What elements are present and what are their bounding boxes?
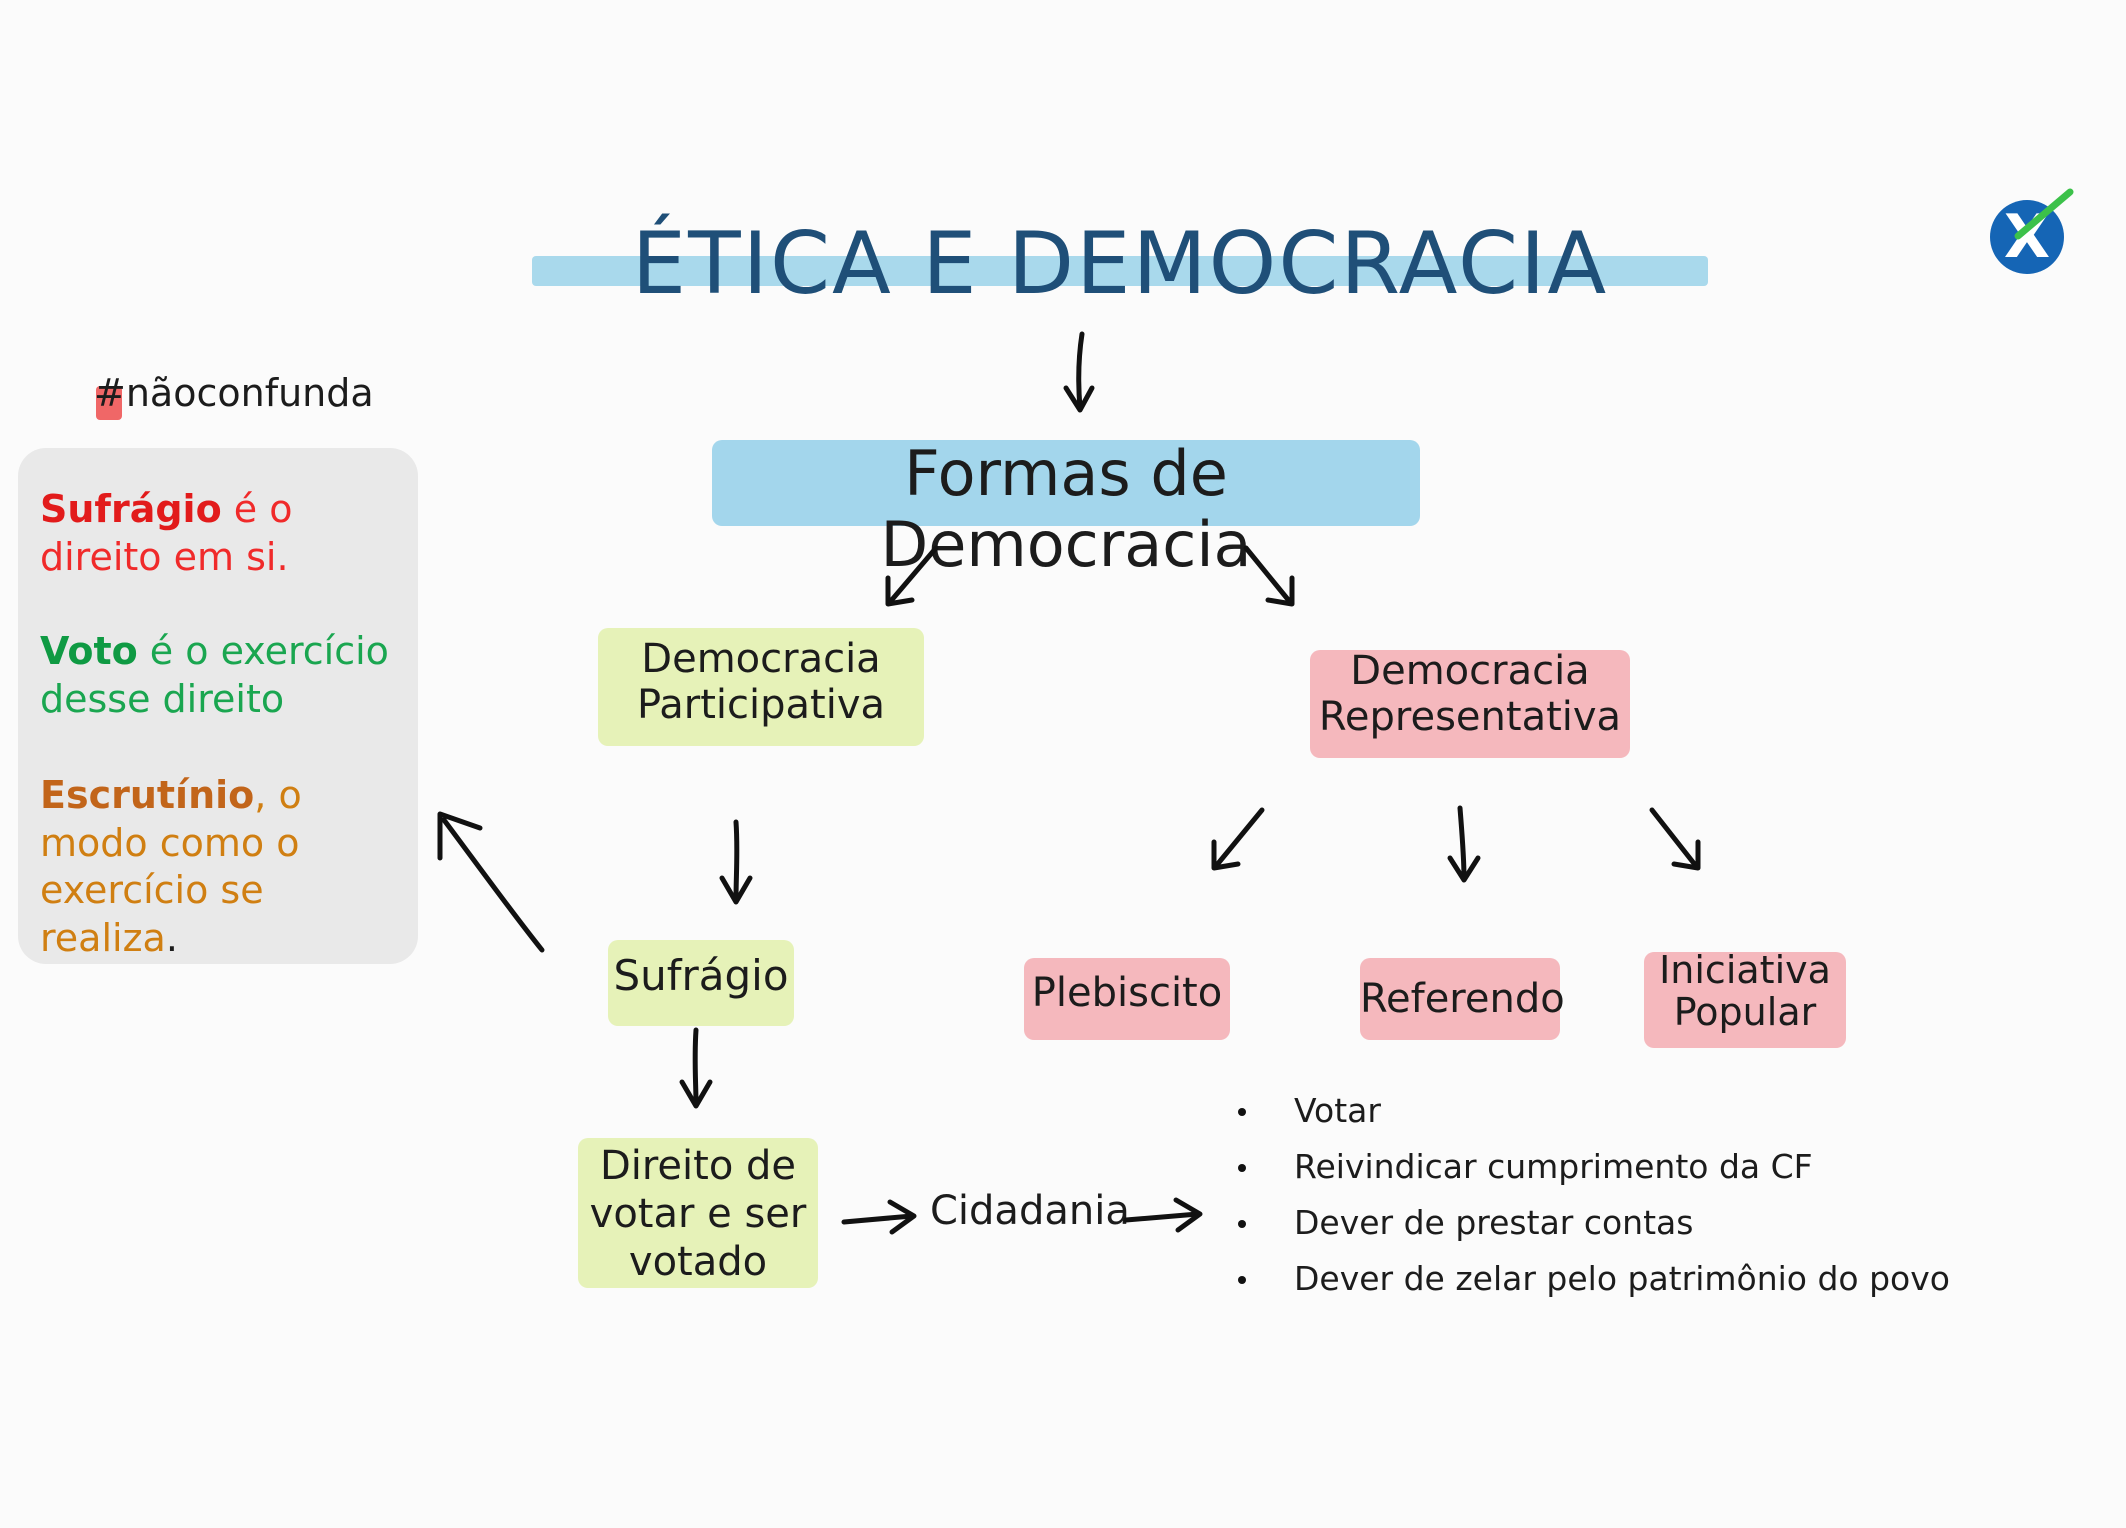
- node-line: Participativa: [636, 682, 886, 728]
- bullet-icon: [1238, 1164, 1246, 1172]
- node-line: votar e ser: [589, 1191, 807, 1237]
- node-line: Democracia: [641, 636, 881, 682]
- arrow-participativa-to-sufragio: [719, 819, 753, 905]
- participativa-highlight: [598, 628, 924, 746]
- list-item-text: Reivindicar cumprimento da CF: [1294, 1147, 1813, 1186]
- note-term: Voto: [40, 629, 138, 673]
- representativa-highlight: [1310, 650, 1630, 758]
- node-line: Direito de: [599, 1143, 797, 1189]
- note-term: Sufrágio: [40, 487, 222, 531]
- list-item-text: Dever de prestar contas: [1294, 1203, 1694, 1242]
- arrow-direito-to-cidadania: [841, 1199, 917, 1235]
- node-democracia-representativa: Democracia Representativa: [1310, 648, 1630, 740]
- list-item: Reivindicar cumprimento da CF: [1238, 1148, 1858, 1204]
- node-referendo: Referendo: [1360, 976, 1565, 1022]
- note-sufragio: Sufrágio é o direito em si.: [40, 486, 410, 581]
- direito-highlight: [578, 1138, 818, 1288]
- note-text: é o exercício desse direito: [40, 629, 389, 721]
- hashtag-mark: #: [94, 371, 126, 415]
- list-item: Votar: [1238, 1092, 1858, 1148]
- list-item-text: Dever de zelar pelo patrimônio do povo: [1294, 1259, 1950, 1298]
- node-line: votado: [628, 1239, 768, 1285]
- node-democracia-participativa: Democracia Participativa: [598, 636, 924, 728]
- node-sufragio: Sufrágio: [613, 951, 789, 1000]
- node-line: Democracia: [1350, 648, 1590, 694]
- list-item: Dever de zelar pelo patrimônio do povo: [1238, 1260, 1950, 1316]
- bullet-icon: [1238, 1108, 1246, 1116]
- title-highlight: [532, 256, 1708, 286]
- root-node: Formas de Democracia: [880, 437, 1252, 582]
- arrow-root-to-participativa: [885, 545, 939, 607]
- hashtag-highlight: [96, 386, 122, 420]
- node-cidadania: Cidadania: [930, 1188, 1130, 1234]
- note-term: Escrutínio: [40, 773, 255, 817]
- cidadania-bullet-list: Votar Reivindicar cumprimento da CF Deve…: [1238, 1092, 1950, 1316]
- hashtag-text: nãoconfunda: [125, 371, 374, 415]
- node-line: Popular: [1673, 989, 1817, 1034]
- bullet-icon: [1238, 1276, 1246, 1284]
- iniciativa-highlight: [1644, 952, 1846, 1048]
- note-voto: Voto é o exercício desse direito: [40, 628, 410, 723]
- logo: [1990, 200, 2064, 274]
- node-iniciativa-popular: Iniciativa Popular: [1644, 948, 1846, 1034]
- arrow-sufragio-to-direito: [679, 1027, 713, 1109]
- arrow-sufragio-to-sidenote: [437, 811, 545, 953]
- node-direito: Direito de votar e ser votado: [578, 1142, 818, 1286]
- referendo-highlight: [1360, 958, 1560, 1040]
- list-item: Dever de prestar contas: [1238, 1204, 1858, 1260]
- arrow-root-to-representativa: [1243, 545, 1295, 607]
- sufragio-highlight: [608, 940, 794, 1026]
- note-escrutinio: Escrutínio, o modo como o exercício se r…: [40, 772, 410, 962]
- bullet-icon: [1238, 1220, 1246, 1228]
- hashtag: #nãoconfunda: [94, 371, 374, 416]
- note-text: é o direito em si.: [40, 487, 293, 579]
- sidenote-panel: [18, 448, 418, 964]
- list-item-text: Votar: [1294, 1091, 1381, 1130]
- plebiscito-highlight: [1024, 958, 1230, 1040]
- note-period: .: [165, 915, 178, 960]
- arrow-representativa-to-plebiscito: [1211, 807, 1265, 871]
- check-icon: [2014, 188, 2074, 240]
- note-text: , o modo como o exercício se realiza: [40, 773, 302, 960]
- node-plebiscito: Plebiscito: [1031, 970, 1223, 1016]
- node-line: Iniciativa: [1659, 948, 1831, 992]
- arrow-representativa-to-iniciativa: [1649, 807, 1701, 871]
- arrow-representativa-to-referendo: [1447, 805, 1481, 883]
- root-highlight: [712, 440, 1420, 526]
- page-title: ÉTICA E DEMOCRACIA: [631, 214, 1609, 314]
- arrow-title-to-root: [1063, 331, 1095, 413]
- node-line: Representativa: [1318, 694, 1622, 740]
- arrow-cidadania-to-bullets: [1123, 1197, 1203, 1233]
